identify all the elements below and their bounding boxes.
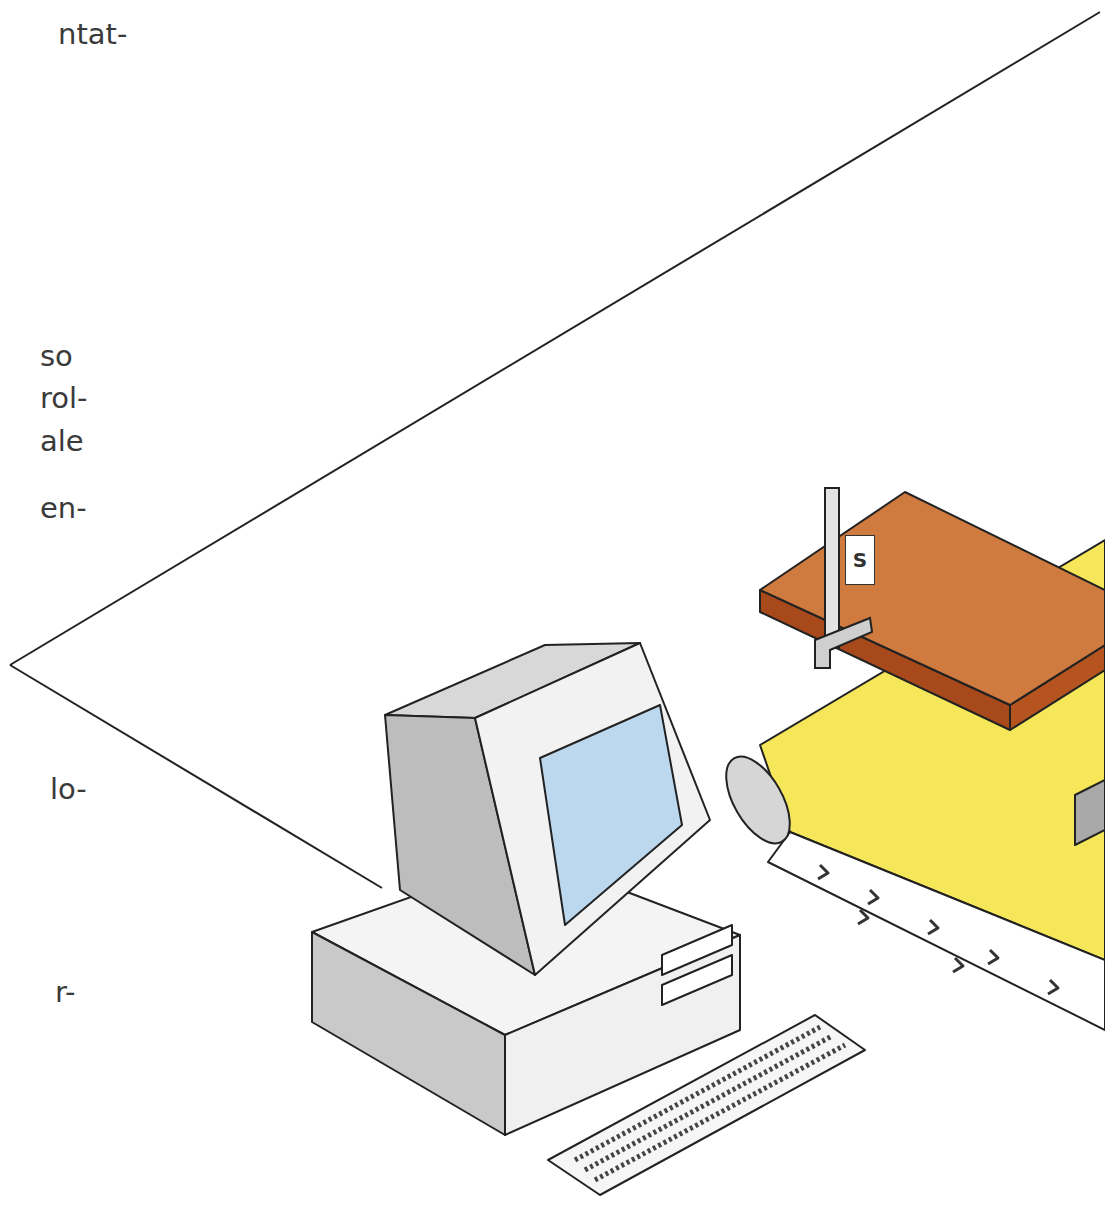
text-fragment: ntat-: [58, 20, 127, 49]
belt-arrows: [818, 865, 1058, 994]
board-top: [760, 492, 1105, 705]
monitor-screen: [540, 705, 682, 925]
sensor-label-box: S: [845, 535, 875, 585]
computer-base-left: [312, 932, 505, 1135]
drive-slot: [662, 955, 732, 1005]
text-fragment: en-: [40, 494, 87, 523]
belt-side: [768, 832, 1105, 1030]
sensor-rod: [825, 488, 839, 648]
belt-roller: [713, 746, 803, 853]
computer: [312, 643, 865, 1195]
keyboard: [548, 1015, 865, 1195]
text-fragment: ale: [40, 427, 84, 456]
monitor-bezel: [475, 643, 710, 975]
wooden-board: [760, 492, 1105, 730]
text-fragment: r-: [55, 978, 76, 1007]
text-fragment: rol-: [40, 384, 88, 413]
keyboard-keys: [575, 1027, 845, 1180]
sensor-jaw: [815, 618, 872, 668]
workpiece-block: [1075, 780, 1105, 845]
text-fragment: so: [40, 342, 73, 371]
sensor-label: S: [853, 548, 867, 572]
perspective-line: [10, 665, 382, 888]
text-fragment: lo-: [50, 775, 87, 804]
